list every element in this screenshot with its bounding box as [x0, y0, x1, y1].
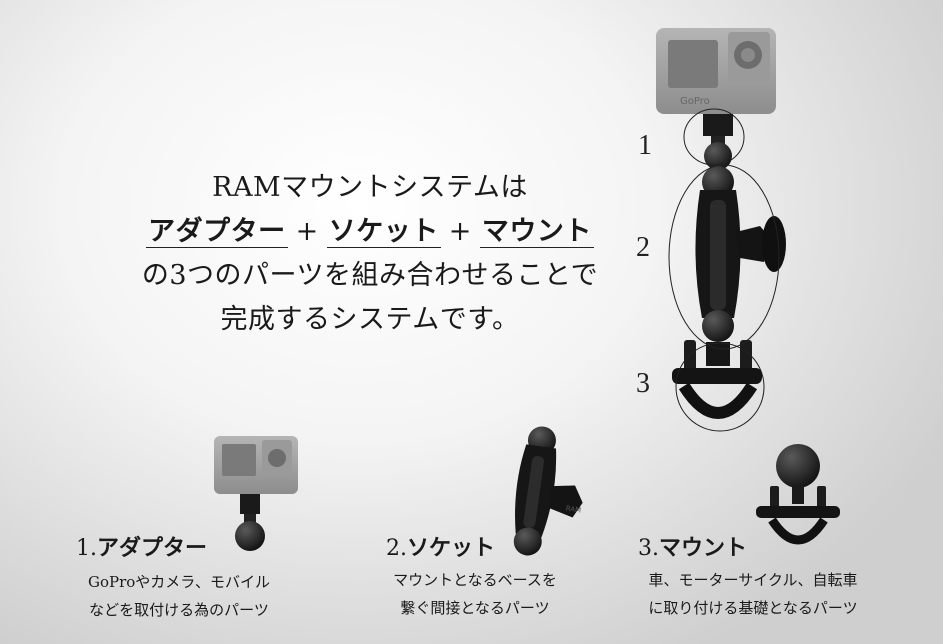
part-3-number: 3. — [638, 536, 659, 561]
part-2-desc-line-2: 繋ぐ間接となるパーツ — [400, 599, 550, 617]
part-3-title: 3.マウント — [638, 530, 747, 562]
callout-number-1: 1 — [638, 130, 652, 161]
headline-mount: マウント — [479, 216, 594, 248]
part-2-title: 2.ソケット — [386, 530, 495, 562]
headline-socket: ソケット — [326, 216, 441, 248]
headline: RAMマウントシステムは アダプター+ソケット+マウント の3つのパーツを組み合… — [120, 166, 620, 342]
headline-line-4: 完成するシステムです。 — [220, 304, 520, 335]
headline-line-3: の3つのパーツを組み合わせることで — [141, 260, 599, 291]
callout-number-3: 3 — [636, 368, 650, 399]
small-camera-icon — [214, 436, 298, 494]
part-1-number: 1. — [76, 536, 97, 561]
part-3-desc-line-1: 車、モーターサイクル、自転車 — [648, 571, 858, 589]
headline-adapter: アダプター — [146, 216, 288, 248]
part-1-desc-line-2: などを取付ける為のパーツ — [89, 601, 269, 619]
mount-base-icon — [672, 340, 762, 419]
part-1-name: アダプター — [97, 535, 208, 561]
gopro-camera-icon: GoPro — [656, 28, 776, 114]
arm-brand: RAM — [565, 504, 581, 514]
callout-ring-2 — [668, 164, 780, 350]
part-1-description: GoProやカメラ、モバイル などを取付ける為のパーツ — [74, 568, 284, 624]
part-2-number: 2. — [386, 536, 407, 561]
headline-plus-2: + — [448, 216, 472, 247]
socket-arm-icon — [695, 166, 786, 342]
part-2-desc-line-1: マウントとなるベースを — [393, 571, 557, 589]
callout-ring-1 — [683, 108, 745, 166]
part-3-name: マウント — [659, 535, 748, 561]
part-3-desc-line-2: に取り付ける基礎となるパーツ — [648, 599, 858, 617]
callout-ring-3 — [675, 342, 765, 432]
part-3-description: 車、モーターサイクル、自転車 に取り付ける基礎となるパーツ — [628, 566, 878, 622]
part-1-desc-line-1: GoProやカメラ、モバイル — [87, 573, 270, 591]
headline-plus-1: + — [295, 216, 319, 247]
headline-line-1: RAMマウントシステムは — [212, 172, 528, 203]
part-2-description: マウントとなるベースを 繋ぐ間接となるパーツ — [380, 566, 570, 622]
part-1-title: 1.アダプター — [76, 530, 207, 562]
callout-number-2: 2 — [636, 232, 650, 263]
headline-line-2: アダプター+ソケット+マウント — [120, 210, 620, 254]
camera-brand: GoPro — [680, 96, 710, 107]
part-2-name: ソケット — [407, 535, 496, 561]
